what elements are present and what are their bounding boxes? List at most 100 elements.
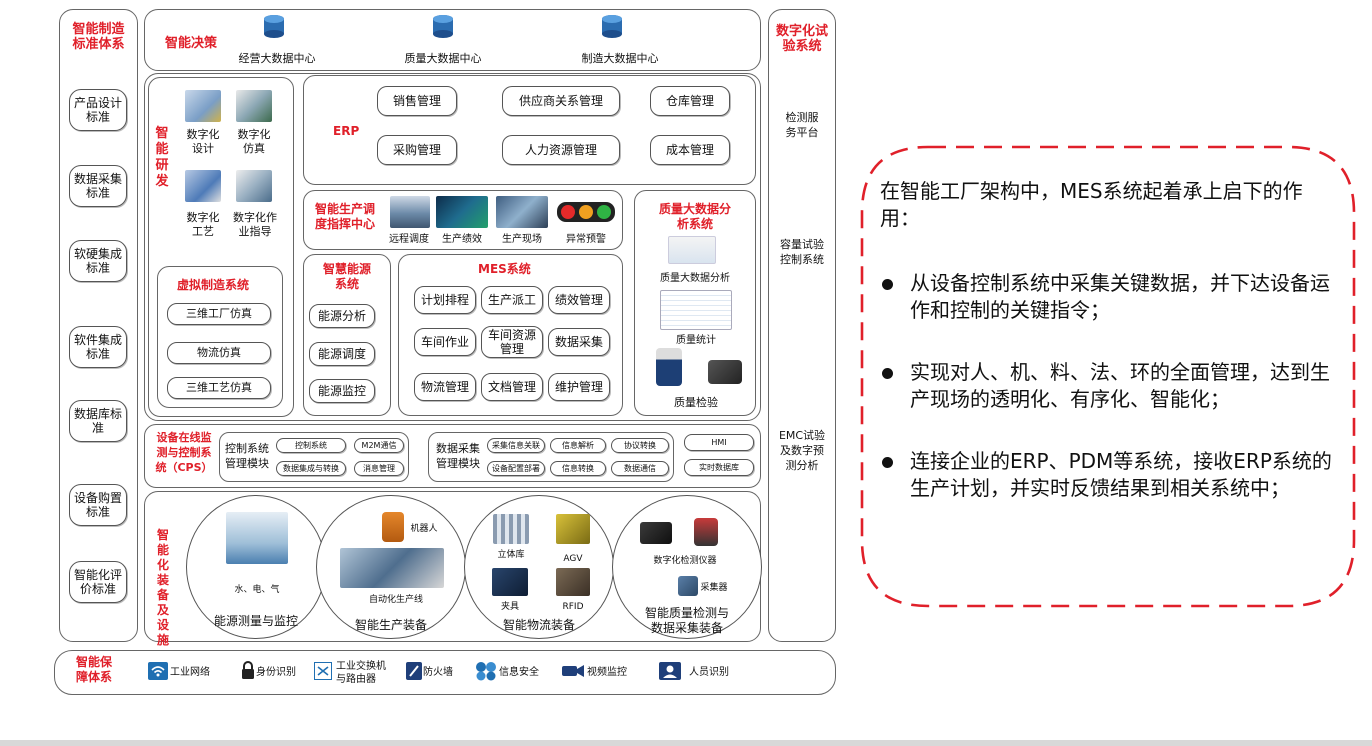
equip-robot: 机器人 bbox=[410, 524, 438, 534]
security-switch-router: 工业交换机 与路由器 bbox=[336, 661, 386, 685]
cps-data-communication[interactable]: 数据通信 bbox=[611, 461, 669, 476]
cps-message-management[interactable]: 消息管理 bbox=[354, 461, 404, 476]
standard-hw-sw-integration[interactable]: 软硬集成 标准 bbox=[69, 240, 127, 282]
security-person-id: 人员识别 bbox=[689, 667, 729, 678]
standard-intelligence-evaluation[interactable]: 智能化评 价标准 bbox=[69, 561, 127, 603]
callout-bullet: 连接企业的ERP、PDM等系统，接收ERP系统的生产计划，并实时反馈结果到相关系… bbox=[880, 448, 1340, 502]
remote-dispatch-image bbox=[390, 196, 430, 228]
cps-control-system[interactable]: 控制系统 bbox=[276, 438, 346, 453]
erp-warehouse-management[interactable]: 仓库管理 bbox=[650, 86, 730, 116]
virtual-manufacturing-title: 虚拟制造系统 bbox=[177, 278, 250, 292]
mes-plan-scheduling[interactable]: 计划排程 bbox=[414, 286, 476, 314]
mes-shop-resources[interactable]: 车间资源 管理 bbox=[481, 326, 543, 358]
cps-info-parsing[interactable]: 信息解析 bbox=[550, 438, 606, 453]
callout-dashed-frame bbox=[860, 145, 1356, 608]
mes-production-dispatch[interactable]: 生产派工 bbox=[481, 286, 543, 314]
cps-info-association[interactable]: 采集信息关联 bbox=[487, 438, 545, 453]
cps-hmi[interactable]: HMI bbox=[684, 434, 754, 451]
test-service-platform: 检测服 务平台 bbox=[785, 111, 819, 139]
erp-supplier-relationship[interactable]: 供应商关系管理 bbox=[502, 86, 620, 116]
quality-stats-image bbox=[660, 290, 732, 330]
equip-group-logistics: 智能物流装备 bbox=[502, 618, 575, 632]
quality-inspection: 质量检验 bbox=[674, 396, 718, 409]
production-site-image bbox=[496, 196, 548, 228]
erp-hr-management[interactable]: 人力资源管理 bbox=[502, 135, 620, 165]
mes-title: MES系统 bbox=[478, 262, 531, 276]
callout-intro: 在智能工厂架构中，MES系统起着承上启下的作用： bbox=[880, 179, 1303, 230]
cps-protocol-conversion[interactable]: 协议转换 bbox=[611, 438, 669, 453]
rnd-digital-work-guide: 数字化作 业指导 bbox=[233, 211, 277, 238]
tablet-device-image bbox=[640, 522, 672, 544]
camera-icon bbox=[562, 663, 584, 677]
security-video-monitor: 视频监控 bbox=[587, 667, 627, 678]
digital-work-guide-image bbox=[236, 170, 272, 202]
rnd-digital-simulation: 数字化 仿真 bbox=[237, 128, 271, 155]
rnd-digital-design: 数字化 设计 bbox=[186, 128, 220, 155]
stereo-warehouse-image bbox=[493, 514, 529, 544]
production-performance-image bbox=[436, 196, 488, 228]
standard-database[interactable]: 数据库标 准 bbox=[69, 400, 127, 442]
equip-agv: AGV bbox=[563, 554, 583, 564]
callout-bullet-text: 从设备控制系统中采集关键数据，并下达设备运作和控制的关键指令； bbox=[910, 271, 1330, 322]
quality-data-center: 质量大数据中心 bbox=[404, 52, 482, 65]
cps-info-conversion[interactable]: 信息转换 bbox=[550, 461, 606, 476]
left-column-title: 智能制造 标准体系 bbox=[72, 22, 125, 52]
equip-group-quality: 智能质量检测与 数据采集装备 bbox=[644, 606, 729, 635]
quality-analysis-title: 质量大数据分 析系统 bbox=[658, 202, 731, 231]
control-module-label: 控制系统 管理模块 bbox=[225, 442, 269, 470]
manufacturing-data-center: 制造大数据中心 bbox=[581, 52, 659, 65]
security-title: 智能保 障体系 bbox=[75, 655, 112, 684]
bullet-dot bbox=[882, 279, 893, 290]
power-plant-image bbox=[226, 512, 288, 564]
cps-m2m[interactable]: M2M通信 bbox=[354, 438, 404, 453]
virtual-3d-factory-sim[interactable]: 三维工厂仿真 bbox=[167, 303, 271, 325]
standard-equipment-purchase[interactable]: 设备购置 标准 bbox=[69, 484, 127, 526]
energy-analysis[interactable]: 能源分析 bbox=[309, 304, 375, 328]
scanner-image bbox=[678, 576, 698, 596]
cps-realtime-db[interactable]: 实时数据库 bbox=[684, 459, 754, 476]
mes-data-collection[interactable]: 数据采集 bbox=[548, 328, 610, 356]
erp-purchase-management[interactable]: 采购管理 bbox=[377, 135, 457, 165]
emc-test-analysis: EMC试验 及数字预 测分析 bbox=[778, 429, 826, 472]
smart-rnd-title: 智 能 研 发 bbox=[155, 126, 169, 189]
mes-documents[interactable]: 文档管理 bbox=[481, 373, 543, 401]
cps-data-integration[interactable]: 数据集成与转换 bbox=[276, 461, 346, 476]
switch-icon bbox=[314, 662, 332, 680]
dispatch-site: 生产现场 bbox=[502, 234, 542, 245]
database-icon bbox=[431, 14, 455, 40]
database-icon bbox=[262, 14, 286, 40]
energy-dispatch[interactable]: 能源调度 bbox=[309, 342, 375, 366]
mes-performance[interactable]: 绩效管理 bbox=[548, 286, 610, 314]
mes-logistics[interactable]: 物流管理 bbox=[414, 373, 476, 401]
security-panel bbox=[54, 650, 836, 695]
energy-monitoring[interactable]: 能源监控 bbox=[309, 379, 375, 403]
standard-software-integration[interactable]: 软件集成 标准 bbox=[69, 326, 127, 368]
meter-device-image bbox=[694, 518, 718, 546]
agv-image bbox=[556, 514, 590, 544]
network-icon bbox=[148, 662, 168, 680]
capacity-test-control: 容量试验 控制系统 bbox=[780, 238, 824, 266]
erp-sales-management[interactable]: 销售管理 bbox=[377, 86, 457, 116]
person-id-icon bbox=[659, 662, 681, 680]
database-icon bbox=[600, 14, 624, 40]
mes-shop-operations[interactable]: 车间作业 bbox=[414, 328, 476, 356]
callout-bullet-text: 实现对人、机、料、法、环的全面管理，达到生产现场的透明化、有序化、智能化； bbox=[910, 360, 1330, 411]
lock-icon bbox=[241, 661, 255, 679]
virtual-logistics-sim[interactable]: 物流仿真 bbox=[167, 342, 271, 364]
dispatch-performance: 生产绩效 bbox=[442, 234, 482, 245]
callout-bullet-text: 连接企业的ERP、PDM等系统，接收ERP系统的生产计划，并实时反馈结果到相关系… bbox=[910, 449, 1332, 500]
production-line-image bbox=[340, 548, 444, 588]
quality-chart-image bbox=[668, 236, 716, 264]
standard-data-collection[interactable]: 数据采集 标准 bbox=[69, 165, 127, 207]
mes-maintenance[interactable]: 维护管理 bbox=[548, 373, 610, 401]
callout-bullet: 从设备控制系统中采集关键数据，并下达设备运作和控制的关键指令； bbox=[880, 270, 1340, 324]
erp-cost-management[interactable]: 成本管理 bbox=[650, 135, 730, 165]
right-column-title: 数字化试 验系统 bbox=[775, 24, 828, 54]
equip-rfid: RFID bbox=[562, 602, 584, 612]
cps-device-config[interactable]: 设备配置部署 bbox=[487, 461, 545, 476]
virtual-3d-process-sim[interactable]: 三维工艺仿真 bbox=[167, 377, 271, 399]
standard-product-design[interactable]: 产品设计 标准 bbox=[69, 89, 127, 131]
equip-fixture: 夹具 bbox=[500, 602, 519, 612]
security-information: 信息安全 bbox=[499, 667, 539, 678]
callout-text: 在智能工厂架构中，MES系统起着承上启下的作用： 从设备控制系统中采集关键数据，… bbox=[880, 178, 1340, 502]
